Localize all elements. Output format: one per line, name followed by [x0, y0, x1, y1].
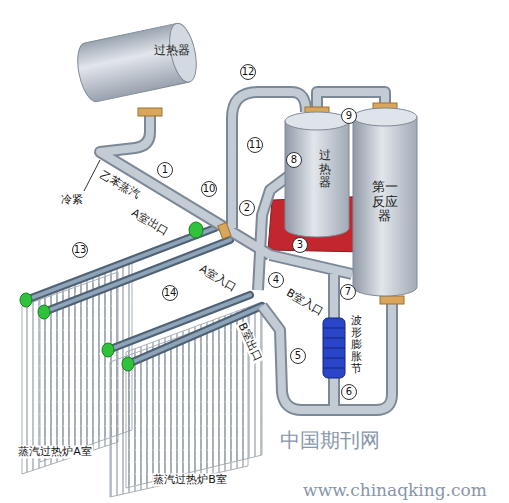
expansion-bellows — [323, 318, 345, 378]
cylinder-body — [285, 121, 349, 237]
expansion-bellows — [323, 318, 345, 378]
callout-number: 10 — [201, 181, 217, 197]
callout-number: 14 — [162, 285, 178, 301]
part-label: A室出口 — [128, 206, 171, 239]
callout-number: 9 — [341, 108, 357, 124]
callout-number: 2 — [239, 200, 255, 216]
furnace-coils — [22, 262, 262, 497]
header-end-caps — [102, 343, 114, 357]
callout-number: 13 — [72, 242, 88, 258]
process-pipes — [100, 92, 392, 410]
header-pipes — [26, 228, 262, 364]
expansion-bellows — [323, 328, 345, 368]
cylinder-shape — [284, 112, 350, 237]
callout-number: 6 — [341, 384, 357, 400]
vessel-cylinder: 过热器 — [62, 15, 212, 110]
cylinder-top — [285, 112, 349, 130]
header-end-caps — [20, 293, 32, 307]
cylinder-body — [353, 117, 417, 296]
callout-number: 3 — [292, 237, 308, 253]
part-label: 冷紧 — [60, 193, 84, 206]
callout-number: 11 — [247, 137, 263, 153]
part-label: 蒸汽过热炉B室 — [152, 473, 228, 486]
watermark: www.chinaqking.com — [303, 480, 487, 500]
callout-number: 7 — [340, 284, 356, 300]
header-end-caps — [38, 305, 50, 319]
callout-number: 5 — [290, 348, 306, 364]
part-label: A室入口 — [196, 262, 239, 295]
process-pipes — [100, 92, 392, 410]
header-pipes — [26, 228, 262, 364]
header-end-caps — [122, 357, 134, 371]
part-label: 蒸汽过热炉A室 — [17, 445, 93, 458]
watermark: 中国期刊网 — [280, 428, 380, 452]
callout-number: 4 — [268, 272, 284, 288]
vessel-name: 过热器 — [319, 149, 331, 190]
part-label: 乙苯蒸汽 — [97, 168, 143, 202]
vessel-cylinder: 过热器 — [284, 112, 350, 237]
callout-number: 1 — [157, 162, 173, 178]
header-end-caps — [20, 222, 203, 371]
process-pipes — [100, 92, 392, 410]
cylinder-top — [353, 108, 417, 126]
part-label: 波形膨胀节 — [351, 315, 362, 375]
header-pipes — [26, 228, 262, 364]
cylinder-group — [73, 21, 201, 104]
part-label: B室出口 — [235, 320, 265, 364]
cylinder-shape — [62, 15, 212, 110]
part-label: B室入口 — [283, 286, 326, 319]
vessel-name: 第一反应器 — [371, 180, 398, 225]
vessel-name: 过热器 — [154, 44, 190, 58]
callout-number: 12 — [240, 64, 256, 80]
pipe-flanges — [218, 223, 231, 239]
vessel-cylinder: 第一反应器 — [352, 108, 418, 296]
header-end-caps — [189, 222, 203, 238]
pipe-flanges — [138, 108, 162, 116]
callout-number: 8 — [286, 152, 302, 168]
pipe-flanges — [380, 296, 404, 304]
